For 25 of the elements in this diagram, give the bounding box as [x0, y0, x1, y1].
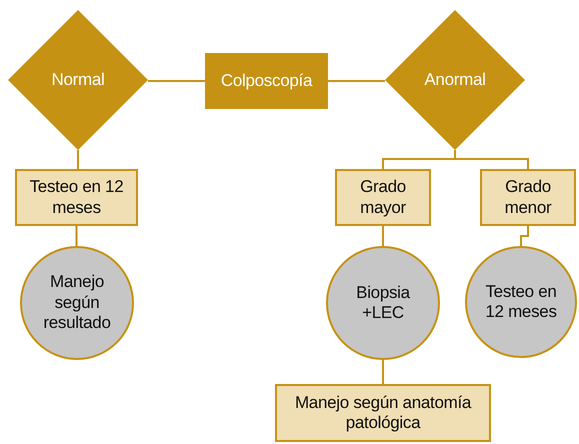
node-label: Biopsia +LEC	[355, 282, 412, 324]
node-label: Anormal	[424, 70, 486, 90]
connector-line	[148, 80, 205, 82]
process-box	[205, 53, 328, 109]
process-box	[275, 384, 491, 442]
connector-line	[382, 360, 384, 384]
process-box	[335, 169, 431, 226]
node-label: Colposcopía	[220, 70, 312, 92]
connector-line	[454, 150, 529, 169]
node-label: Grado mayor	[359, 177, 407, 218]
node-label: Normal	[52, 70, 104, 90]
decision-diamond	[385, 10, 525, 150]
node-label: Manejo según resultado	[42, 272, 112, 334]
node-label: Manejo según anatomía patológica	[294, 392, 472, 434]
connector-line	[328, 80, 385, 82]
node-label: Grado menor	[504, 177, 552, 218]
decision-diamond	[8, 10, 148, 150]
connector-line	[76, 226, 78, 246]
node-label: Testeo en 12 meses	[28, 177, 124, 218]
process-box	[15, 169, 138, 226]
connector-line	[382, 226, 384, 246]
process-box	[480, 169, 576, 226]
connector-line	[77, 150, 79, 169]
node-label: Testeo en 12 meses	[484, 282, 558, 322]
connector-line	[520, 226, 529, 246]
